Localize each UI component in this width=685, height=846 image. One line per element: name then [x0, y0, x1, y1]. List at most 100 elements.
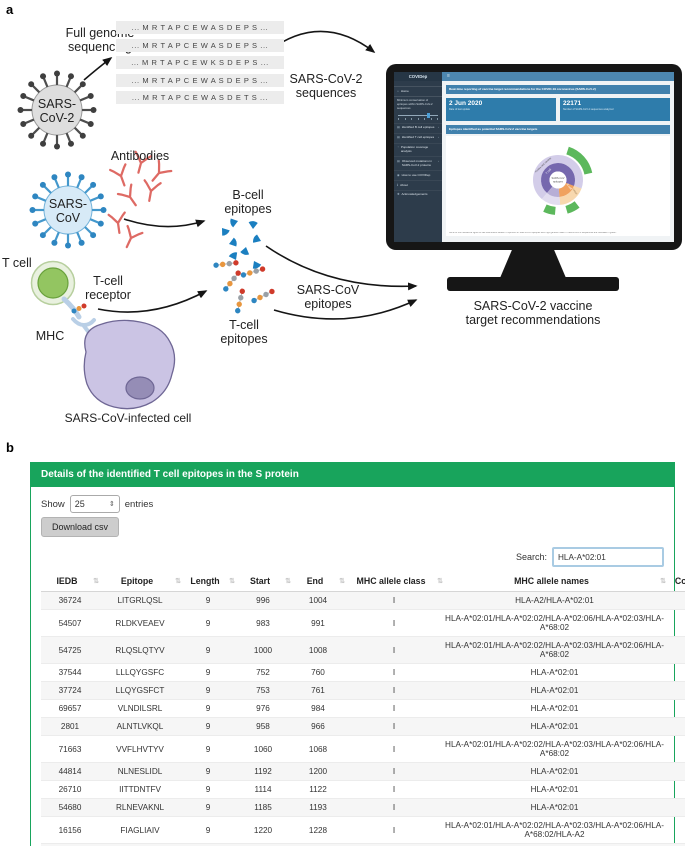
chart-footnote: Click on the interactive figure to see d…	[449, 232, 617, 234]
cell-mhc-allele-class: I	[345, 636, 443, 664]
slider-handle[interactable]	[426, 112, 431, 118]
cell-start: 1220	[235, 816, 291, 844]
sidebar-item[interactable]: ▤Observed mutations in SARS-CoV-2 protei…	[394, 156, 442, 170]
cell-mhc-allele-class: I	[345, 591, 443, 610]
sort-icon: ⇅	[660, 578, 666, 585]
cell-conservation: 0.9997	[666, 663, 685, 682]
sort-icon: ⇅	[175, 578, 181, 585]
table-title: Details of the identified T cell epitope…	[31, 463, 674, 487]
panel-a-label: a	[6, 2, 14, 17]
cell-end: 1193	[291, 798, 345, 817]
cell-length: 9	[181, 762, 235, 781]
cell-start: 1192	[235, 762, 291, 781]
sidebar-item[interactable]: ✚Acknowledgements	[394, 189, 442, 200]
cell-length: 9	[181, 798, 235, 817]
cell-mhc-allele-names: HLA-A*02:01	[443, 663, 666, 682]
cell-conservation: 0.9984	[666, 843, 685, 846]
cell-iedb[interactable]: 54725	[41, 636, 99, 664]
cell-iedb[interactable]: 37544	[41, 663, 99, 682]
sidebar-item[interactable]: ⌂Home	[394, 86, 442, 97]
slider-ticks	[398, 117, 438, 120]
cell-start: 958	[235, 717, 291, 736]
column-header-iedb[interactable]: IEDB⇅	[41, 571, 99, 592]
cell-end: 1122	[291, 780, 345, 799]
sidebar-item[interactable]: ▤Identified B cell epitopes›	[394, 122, 442, 133]
hamburger-menu-icon[interactable]: ≡	[447, 73, 450, 79]
cell-mhc-allele-class: I	[345, 717, 443, 736]
cell-length: 10	[181, 843, 235, 846]
cell-iedb[interactable]: 54507	[41, 609, 99, 637]
cell-conservation: 0.9998	[666, 636, 685, 664]
column-header-mhc-allele-class[interactable]: MHC allele class⇅	[345, 571, 443, 592]
cell-mhc-allele-class: I	[345, 609, 443, 637]
panel-b: b Details of the identified T cell epito…	[0, 440, 685, 846]
column-header-conservation[interactable]: Conservation↓	[666, 571, 685, 592]
sunburst-chart[interactable]: SARS-CoV epitopes T cell B cell Positive…	[516, 138, 600, 222]
cell-length: 9	[181, 816, 235, 844]
cell-end: 1200	[291, 762, 345, 781]
screen-navbar: COVIDep ≡	[394, 72, 674, 81]
column-header-epitope[interactable]: Epitope⇅	[99, 571, 181, 592]
sidebar-item-label: Acknowledgements	[401, 192, 428, 197]
column-header-end[interactable]: End⇅	[291, 571, 345, 592]
covidep-brand[interactable]: COVIDep	[394, 72, 442, 81]
sidebar-item-label: Population coverage analysis	[400, 145, 429, 153]
page-length-select[interactable]: 25 ⇕	[69, 495, 120, 513]
search-input[interactable]	[552, 547, 664, 567]
cell-iedb[interactable]: 16156	[41, 816, 99, 844]
cell-end: 761	[291, 681, 345, 700]
cell-start: 976	[235, 699, 291, 718]
sars-cov-virus-illustration	[28, 170, 108, 250]
cell-end: 1068	[291, 735, 345, 763]
show-label: Show	[41, 498, 65, 510]
cell-start: 753	[235, 681, 291, 700]
sidebar-item-label: Observed mutations in SARS-CoV-2 protein…	[401, 158, 432, 167]
cell-conservation: 0.9994	[666, 735, 685, 763]
cell-length: 9	[181, 681, 235, 700]
cell-iedb[interactable]: 44814	[41, 762, 99, 781]
cell-iedb[interactable]: 37724	[41, 681, 99, 700]
sidebar-item[interactable]: ▤Identified T cell epitopes›	[394, 132, 442, 143]
conservation-slider[interactable]	[398, 112, 438, 120]
infected-cell-illustration	[83, 319, 176, 410]
cell-end: 984	[291, 699, 345, 718]
sort-icon: ⇅	[229, 578, 235, 585]
column-header-length[interactable]: Length⇅	[181, 571, 235, 592]
cell-iedb[interactable]: 2801	[41, 717, 99, 736]
cell-iedb[interactable]: 54680	[41, 798, 99, 817]
sunburst-t-cell-label: T cell	[545, 167, 553, 175]
cell-epitope: IITTDNTFV	[99, 780, 181, 799]
sidebar-item[interactable]: ◔Population coverage analysis	[394, 142, 442, 157]
green-match-arc	[523, 145, 593, 215]
column-header-mhc-allele-names[interactable]: MHC allele names⇅	[443, 571, 666, 592]
cell-iedb[interactable]: 36724	[41, 591, 99, 610]
cell-conservation: 0.9998	[666, 591, 685, 610]
cell-mhc-allele-class: I	[345, 762, 443, 781]
arrow-antibodies-to-b-epitopes	[123, 218, 206, 228]
cell-epitope: RLQSLQTYV	[99, 636, 181, 664]
sequence-row: ... M R T A P C E W A S D E P S ...	[116, 21, 284, 34]
cell-conservation: 0.9998	[666, 609, 685, 637]
cell-epitope: VVFLHVTYV	[99, 735, 181, 763]
table-row: 54680RLNEVAKNL911851193IHLA-A*02:010.999…	[41, 798, 685, 817]
column-header-start[interactable]: Start⇅	[235, 571, 291, 592]
cell-iedb[interactable]: 20907	[41, 843, 99, 846]
download-csv-button[interactable]: Download csv	[41, 517, 120, 537]
cell-iedb[interactable]: 71663	[41, 735, 99, 763]
sidebar-item-label: Identified T cell epitopes	[401, 135, 435, 140]
infected-cell-label: SARS-CoV-infected cell	[64, 411, 192, 425]
cell-mhc-allele-names: HLA-A*02:01	[443, 699, 666, 718]
cell-iedb[interactable]: 26710	[41, 780, 99, 799]
cell-length: 9	[181, 636, 235, 664]
sidebar-item[interactable]: ◉How to use COVIDep	[394, 170, 442, 180]
cell-mhc-allele-names: HLA-A2/HLA-A*02:01	[443, 591, 666, 610]
cell-iedb[interactable]: 69657	[41, 699, 99, 718]
cell-end: 966	[291, 717, 345, 736]
